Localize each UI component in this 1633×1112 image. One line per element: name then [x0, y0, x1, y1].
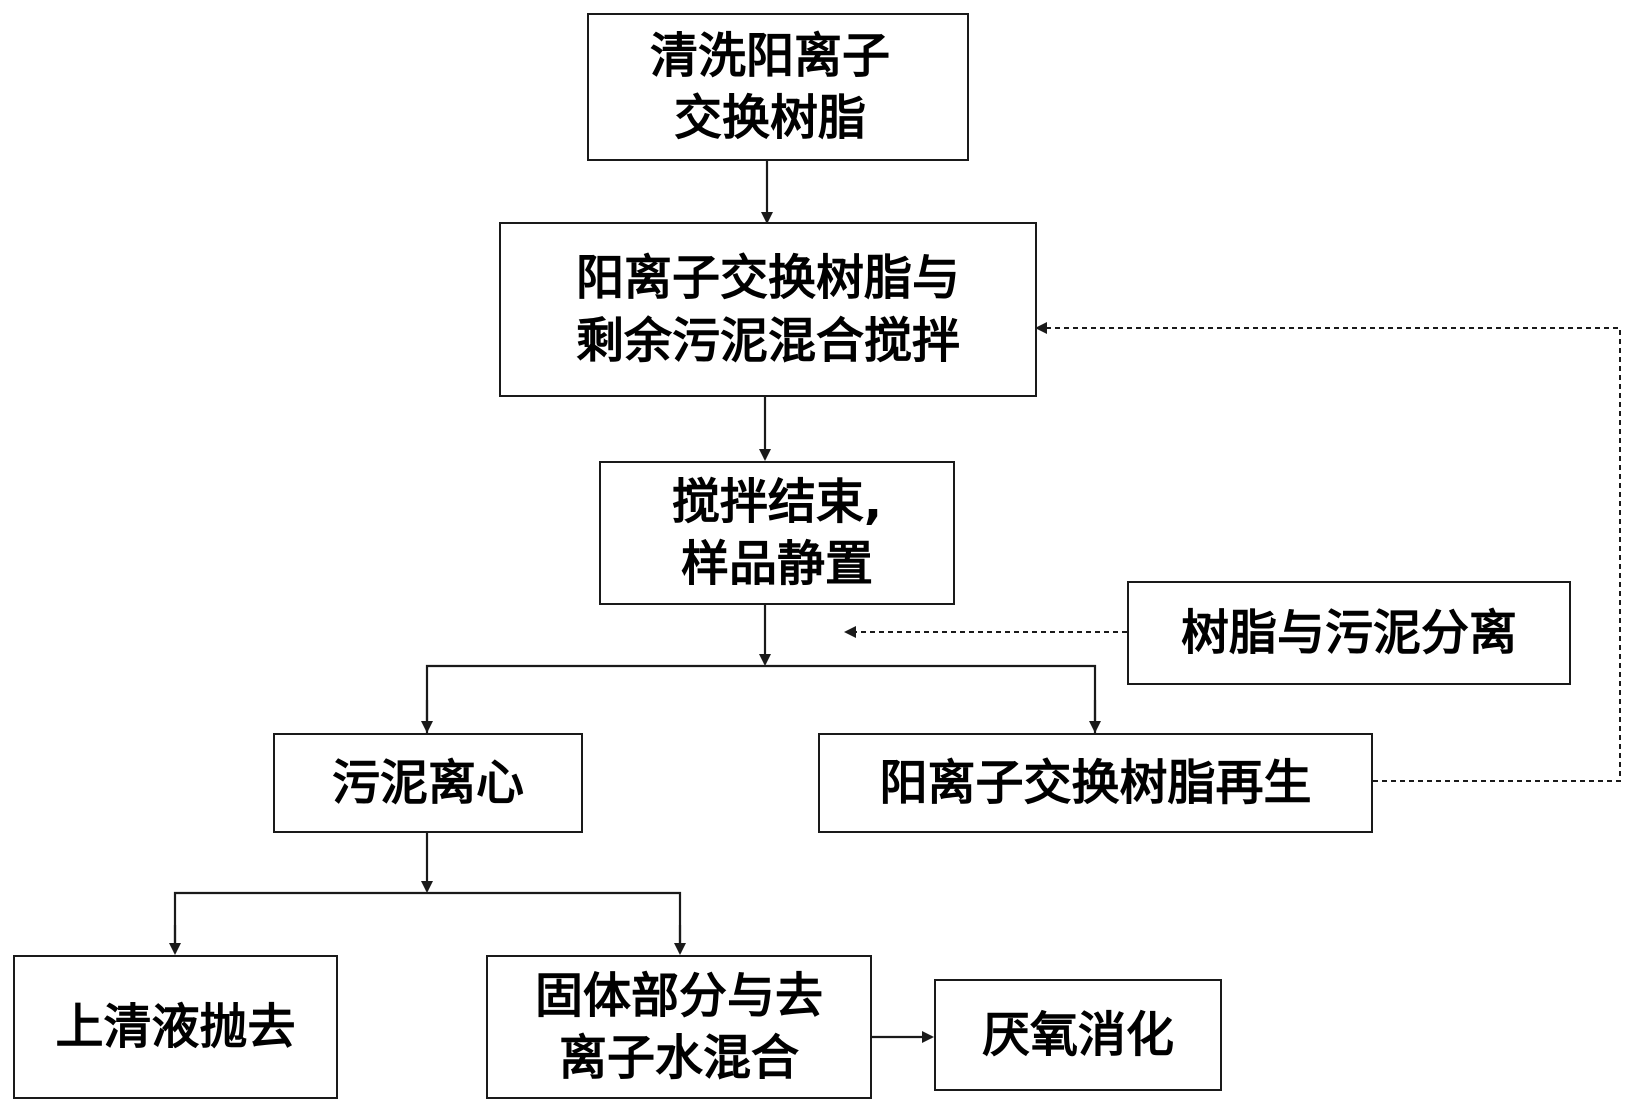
dashed-arrow-regen-to-mix: [1035, 322, 1621, 782]
split-line-top: [425, 664, 1097, 733]
box-resin-sludge-separation: 树脂与污泥分离: [1127, 581, 1571, 685]
box-solid-mix-water-line1: 固体部分与去: [534, 967, 823, 1024]
box-resin-regeneration-label: 阳离子交换树脂再生: [879, 754, 1312, 811]
box-resin-regeneration: 阳离子交换树脂再生: [818, 733, 1373, 833]
box-mix-resin-sludge: 阳离子交换树脂与 剩余污泥混合搅拌: [499, 222, 1037, 397]
box-wash-resin-line1: 清洗阳离子: [649, 27, 890, 84]
box-solid-mix-water-line2: 离子水混合: [558, 1030, 799, 1086]
split-line-bottom: [173, 891, 682, 952]
box-discard-supernatant: 上清液抛去: [13, 955, 338, 1099]
box-discard-supernatant-label: 上清液抛去: [55, 998, 296, 1055]
box-mix-resin-sludge-line1: 阳离子交换树脂与: [575, 250, 960, 307]
box-wash-resin-line2: 交换树脂: [673, 90, 866, 146]
box-sludge-centrifuge-label: 污泥离心: [331, 754, 524, 811]
box-resin-sludge-separation-label: 树脂与污泥分离: [1180, 604, 1517, 661]
box-anaerobic-digestion-label: 厌氧消化: [981, 1006, 1174, 1063]
box-anaerobic-digestion: 厌氧消化: [934, 979, 1222, 1091]
box-settle-sample: 搅拌结束, 样品静置: [599, 461, 955, 605]
box-settle-sample-line2: 样品静置: [680, 536, 873, 592]
box-wash-resin: 清洗阳离子 交换树脂: [587, 13, 969, 161]
box-mix-resin-sludge-line2: 剩余污泥混合搅拌: [575, 312, 960, 369]
box-sludge-centrifuge: 污泥离心: [273, 733, 583, 833]
box-settle-sample-line1: 搅拌结束,: [671, 473, 883, 530]
box-solid-mix-water: 固体部分与去 离子水混合: [486, 955, 872, 1099]
